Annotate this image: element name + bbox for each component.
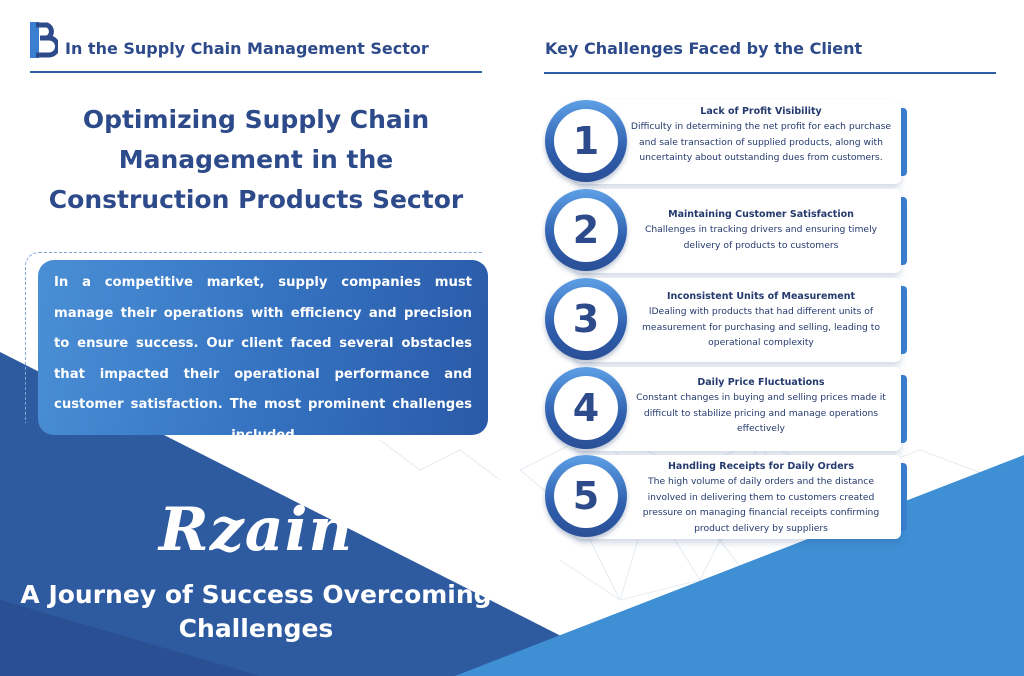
challenge-item-3: Inconsistent Units of Measurement lDeali… — [545, 278, 907, 362]
challenge-description: Constant changes in buying and selling p… — [636, 392, 886, 434]
sector-title: In the Supply Chain Management Sector — [65, 39, 429, 58]
challenge-card: Daily Price Fluctuations Constant change… — [575, 367, 901, 451]
challenge-number-badge: 5 — [545, 455, 627, 537]
challenge-description: lDealing with products that had differen… — [641, 306, 881, 348]
challenge-number-badge: 2 — [545, 189, 627, 271]
challenge-item-2: Maintaining Customer Satisfaction Challe… — [545, 189, 907, 273]
intro-dashed-frame — [25, 252, 482, 423]
challenge-card: Handling Receipts for Daily Orders The h… — [575, 455, 901, 539]
brand-logo: Rzain — [158, 495, 354, 565]
divider-left — [30, 71, 482, 73]
challenge-item-5: Handling Receipts for Daily Orders The h… — [545, 455, 907, 539]
challenge-card: Lack of Profit Visibility Difficulty in … — [575, 100, 901, 184]
divider-right — [544, 72, 996, 74]
challenge-title: Handling Receipts for Daily Orders — [667, 461, 854, 472]
challenge-item-1: Lack of Profit Visibility Difficulty in … — [545, 100, 907, 184]
challenge-number-badge: 3 — [545, 278, 627, 360]
challenge-description: Challenges in tracking drivers and ensur… — [644, 224, 878, 251]
challenge-number: 5 — [554, 464, 618, 528]
challenge-number: 2 — [554, 198, 618, 262]
challenge-title: Lack of Profit Visibility — [700, 106, 822, 117]
challenge-title: Daily Price Fluctuations — [697, 377, 825, 388]
challenge-number-badge: 4 — [545, 367, 627, 449]
challenge-item-4: Daily Price Fluctuations Constant change… — [545, 367, 907, 451]
challenge-description: Difficulty in determining the net profit… — [630, 121, 892, 163]
company-logo-icon — [30, 22, 58, 58]
tagline: A Journey of Success Overcoming Challeng… — [20, 580, 492, 643]
challenge-number: 4 — [554, 376, 618, 440]
challenge-description: The high volume of daily orders and the … — [642, 476, 880, 534]
challenge-title: Inconsistent Units of Measurement — [666, 291, 856, 302]
challenge-title: Maintaining Customer Satisfaction — [668, 209, 854, 220]
challenge-card: Inconsistent Units of Measurement lDeali… — [575, 278, 901, 362]
challenge-number: 3 — [554, 287, 618, 351]
page-title: Optimizing Supply Chain Management in th… — [48, 105, 464, 214]
challenge-number: 1 — [554, 109, 618, 173]
challenge-number-badge: 1 — [545, 100, 627, 182]
challenges-heading: Key Challenges Faced by the Client — [545, 39, 863, 58]
intro-box: In a competitive market, supply companie… — [38, 260, 488, 443]
intro-text: In a competitive market, supply companie… — [54, 275, 472, 443]
challenge-card: Maintaining Customer Satisfaction Challe… — [575, 189, 901, 273]
